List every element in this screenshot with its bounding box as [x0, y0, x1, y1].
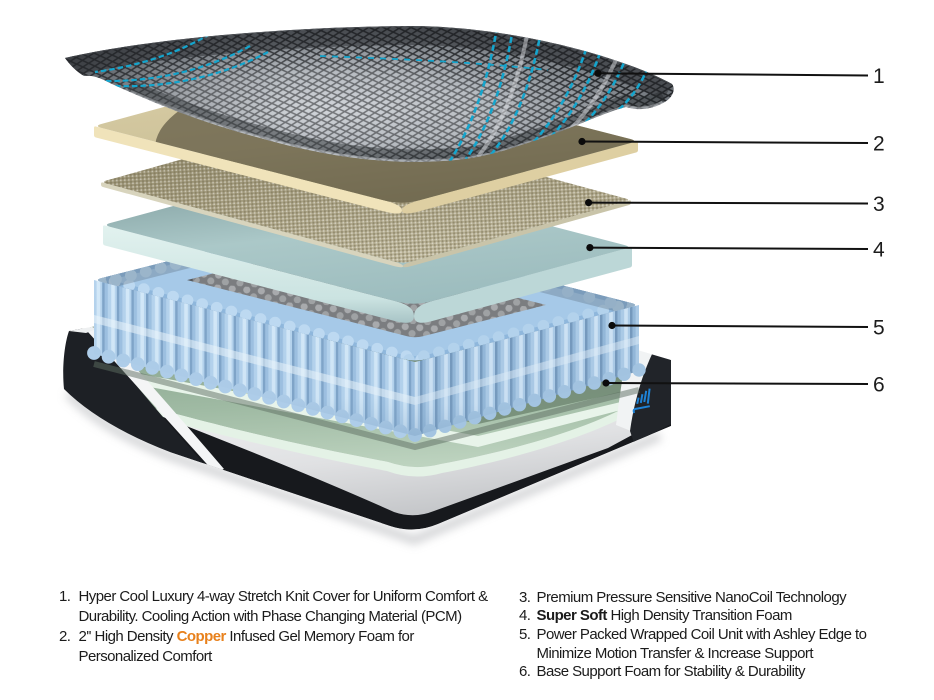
- svg-text:5: 5: [873, 317, 885, 340]
- svg-text:4: 4: [873, 239, 885, 262]
- svg-text:1: 1: [873, 65, 885, 88]
- svg-text:6: 6: [873, 374, 885, 397]
- svg-text:3: 3: [873, 193, 885, 216]
- svg-text:2: 2: [873, 133, 885, 156]
